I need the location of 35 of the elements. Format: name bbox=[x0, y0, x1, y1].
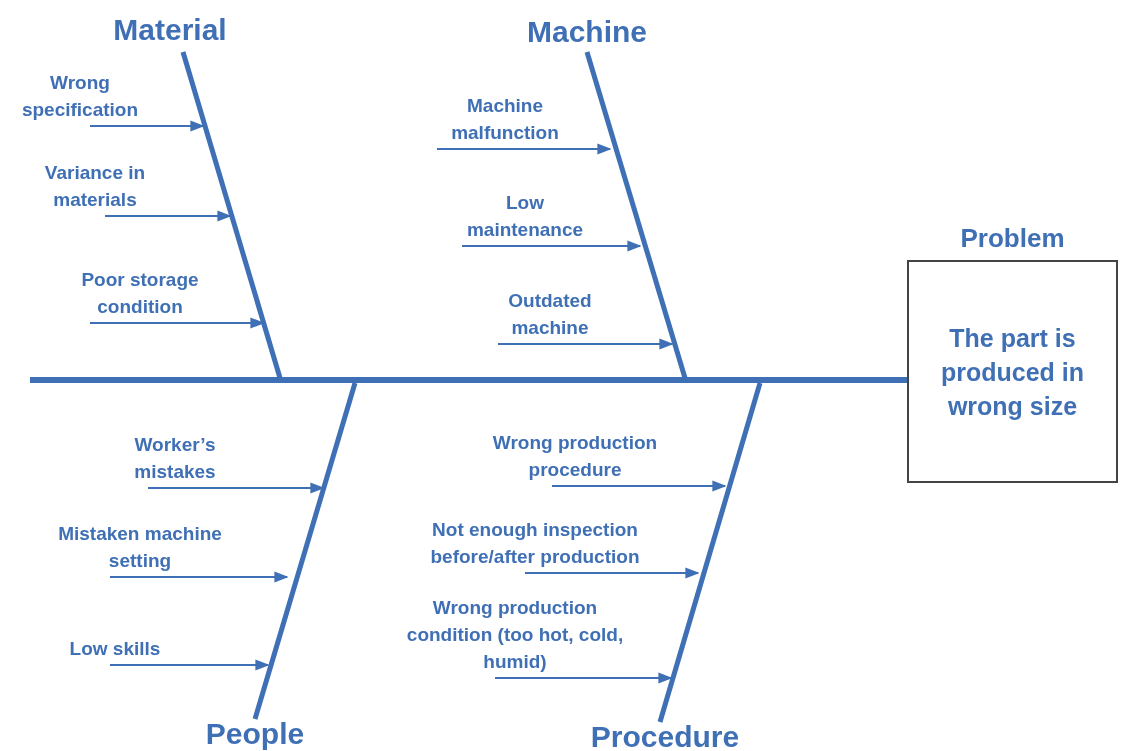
cause-label: Not enough inspection before/after production bbox=[415, 516, 655, 570]
arrow bbox=[494, 672, 673, 684]
cause-label: Wrong production condition (too hot, cold, humid) bbox=[395, 594, 635, 675]
arrow bbox=[461, 240, 642, 252]
cause-label: Variance in materials bbox=[20, 159, 170, 213]
arrow bbox=[436, 143, 612, 155]
arrow bbox=[109, 571, 289, 583]
arrow bbox=[109, 659, 270, 671]
cause-label: Wrong production procedure bbox=[455, 429, 695, 483]
bone-line bbox=[180, 51, 283, 379]
category-label: Material bbox=[85, 10, 255, 50]
cause-label: Outdated machine bbox=[470, 287, 630, 341]
arrow bbox=[104, 210, 232, 222]
problem-heading: Problem bbox=[959, 222, 1066, 255]
problem-statement: The part is produced in wrong size bbox=[939, 322, 1086, 422]
bone-line bbox=[252, 382, 358, 720]
cause-label: Wrong specification bbox=[5, 69, 155, 123]
category-label: People bbox=[185, 719, 325, 748]
arrow bbox=[551, 480, 727, 492]
bone-line bbox=[657, 382, 763, 723]
arrow bbox=[524, 567, 700, 579]
arrow bbox=[89, 317, 265, 329]
category-label: Machine bbox=[502, 12, 672, 52]
cause-label: Machine malfunction bbox=[430, 92, 580, 146]
arrow bbox=[497, 338, 674, 350]
bone-line bbox=[584, 51, 688, 379]
cause-label: Low maintenance bbox=[455, 189, 595, 243]
arrow bbox=[147, 482, 325, 494]
cause-label: Poor storage condition bbox=[60, 266, 220, 320]
cause-label: Low skills bbox=[50, 635, 180, 662]
cause-label: Mistaken machine setting bbox=[30, 520, 250, 574]
cause-label: Worker’s mistakes bbox=[110, 431, 240, 485]
category-label: Procedure bbox=[590, 722, 740, 751]
spine-line bbox=[30, 377, 907, 383]
arrow bbox=[89, 120, 205, 132]
